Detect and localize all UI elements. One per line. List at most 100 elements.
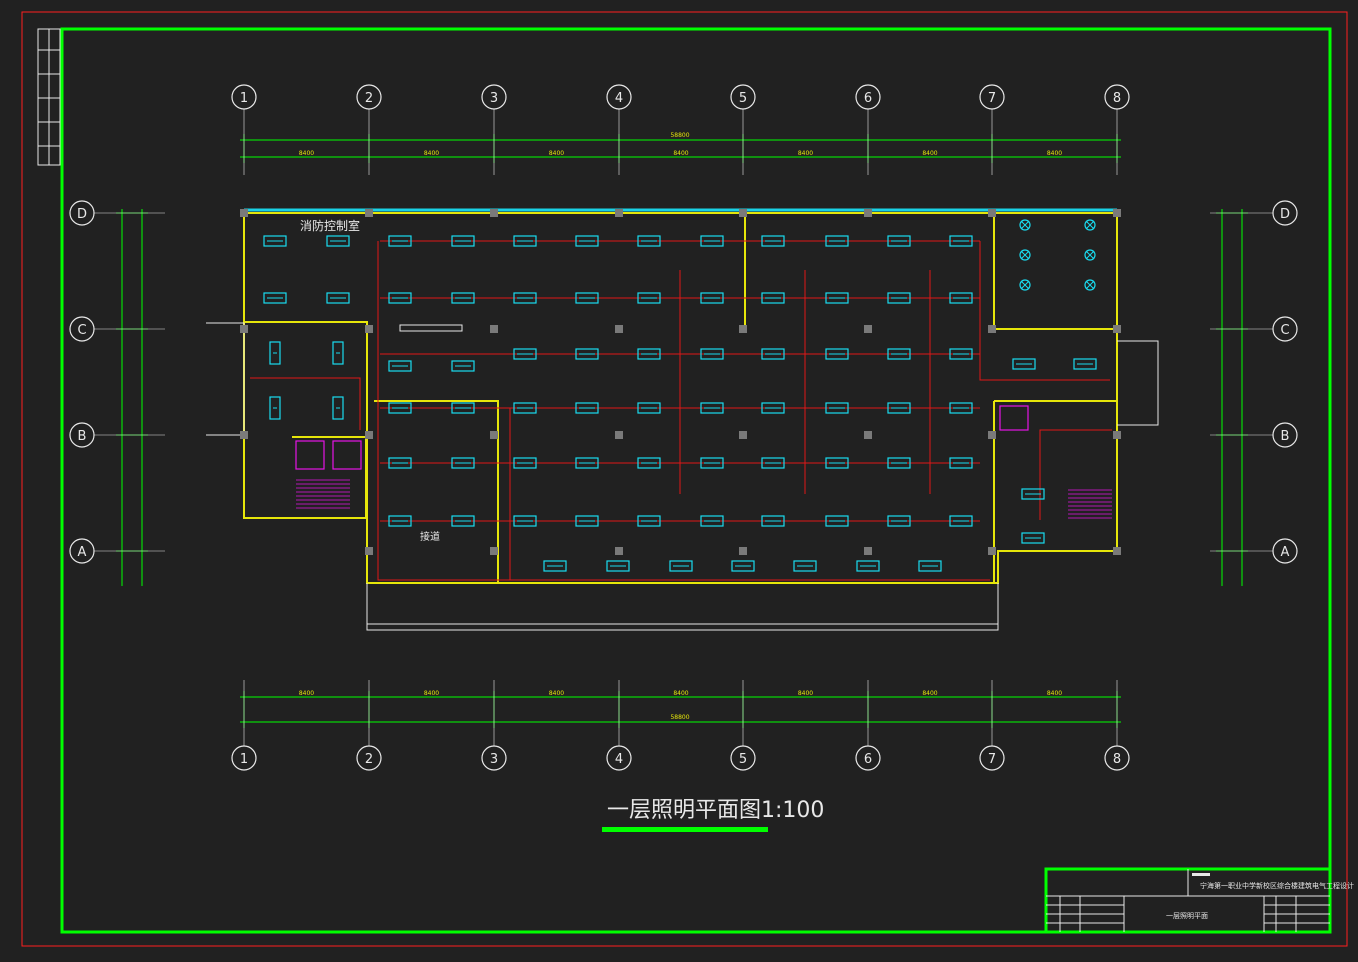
light-fixture	[1012, 358, 1036, 370]
axis-label-B: B	[1281, 429, 1290, 444]
light-fixtures	[263, 219, 1097, 572]
dim-text-bottom-total: 58800	[670, 714, 689, 721]
column	[490, 547, 498, 555]
axis-label-C: C	[1280, 323, 1289, 338]
light-fixture	[388, 515, 412, 527]
light-fixture	[451, 515, 475, 527]
title-block: 宁海第一职业中学新校区综合楼建筑电气工程设计 一层照明平面	[1044, 867, 1354, 934]
light-fixture	[451, 235, 475, 247]
light-fixture	[793, 560, 817, 572]
light-fixture	[513, 457, 537, 469]
axis-label-8: 8	[1113, 91, 1121, 106]
column	[988, 431, 996, 439]
column	[615, 431, 623, 439]
ceiling-light	[1019, 219, 1031, 231]
axis-label-1: 1	[240, 752, 248, 767]
branch	[250, 377, 361, 430]
dim-text-bottom-bay: 8400	[1047, 690, 1062, 697]
light-fixture	[637, 292, 661, 304]
light-fixture	[332, 396, 344, 420]
light-fixture	[887, 348, 911, 360]
light-fixture	[825, 235, 849, 247]
column	[615, 547, 623, 555]
outer-red-border	[21, 11, 1348, 947]
light-fixture	[388, 235, 412, 247]
light-fixture	[1021, 532, 1045, 544]
elevator-shaft	[295, 440, 325, 470]
axis-label-C: C	[77, 323, 86, 338]
dim-text-bottom-bay: 8400	[424, 690, 439, 697]
light-fixture	[761, 515, 785, 527]
dim-text-top-bay: 8400	[299, 150, 314, 157]
column	[615, 325, 623, 333]
axis-label-4: 4	[615, 91, 623, 106]
light-fixture	[949, 402, 973, 414]
axis-label-7: 7	[988, 91, 996, 106]
light-fixture	[887, 402, 911, 414]
room-label-fire-control: 消防控制室	[300, 218, 360, 233]
light-fixture	[700, 235, 724, 247]
wiring	[250, 240, 1112, 581]
light-fixture	[887, 292, 911, 304]
axis-label-3: 3	[490, 91, 498, 106]
light-fixture	[451, 360, 475, 372]
column	[365, 209, 373, 217]
axis-label-2: 2	[365, 752, 373, 767]
elevator-shaft	[999, 405, 1029, 431]
column	[739, 547, 747, 555]
axis-label-3: 3	[490, 752, 498, 767]
column	[864, 547, 872, 555]
east-entrance	[1117, 340, 1159, 426]
column	[1113, 209, 1121, 217]
binding-strip	[37, 28, 61, 166]
dim-text-top-total: 58800	[670, 132, 689, 139]
light-fixture	[263, 292, 287, 304]
light-fixture	[949, 515, 973, 527]
column	[988, 325, 996, 333]
ceiling-light	[1084, 279, 1096, 291]
light-fixture	[761, 402, 785, 414]
feeder	[377, 241, 990, 581]
column	[1113, 325, 1121, 333]
light-fixture	[606, 560, 630, 572]
axis-label-8: 8	[1113, 752, 1121, 767]
light-fixture	[887, 235, 911, 247]
light-fixture	[949, 235, 973, 247]
title-block-project: 宁海第一职业中学新校区综合楼建筑电气工程设计	[1200, 881, 1354, 890]
title-underline	[602, 827, 768, 832]
light-fixture	[575, 402, 599, 414]
dim-text-bottom-bay: 8400	[299, 690, 314, 697]
light-fixture	[637, 235, 661, 247]
light-fixture	[918, 560, 942, 572]
light-fixture	[700, 515, 724, 527]
title-block-sheet-name: 一层照明平面	[1166, 912, 1208, 920]
light-fixture	[700, 402, 724, 414]
column	[864, 431, 872, 439]
column	[988, 547, 996, 555]
light-fixture	[637, 457, 661, 469]
column	[490, 431, 498, 439]
column	[1113, 547, 1121, 555]
light-fixture	[731, 560, 755, 572]
light-fixture	[700, 292, 724, 304]
axis-label-D: D	[1280, 207, 1290, 222]
dim-text-bottom-bay: 8400	[798, 690, 813, 697]
light-fixture	[388, 457, 412, 469]
column	[365, 431, 373, 439]
light-fixture	[949, 457, 973, 469]
dim-text-bottom-bay: 8400	[922, 690, 937, 697]
light-fixture	[825, 515, 849, 527]
light-fixture	[575, 235, 599, 247]
axis-label-4: 4	[615, 752, 623, 767]
light-fixture	[761, 348, 785, 360]
light-fixture	[825, 292, 849, 304]
inner-green-border	[60, 27, 1332, 934]
ceiling-light	[1019, 249, 1031, 261]
column	[365, 547, 373, 555]
dim-text-top-bay: 8400	[549, 150, 564, 157]
light-fixture	[269, 396, 281, 420]
column	[240, 325, 248, 333]
